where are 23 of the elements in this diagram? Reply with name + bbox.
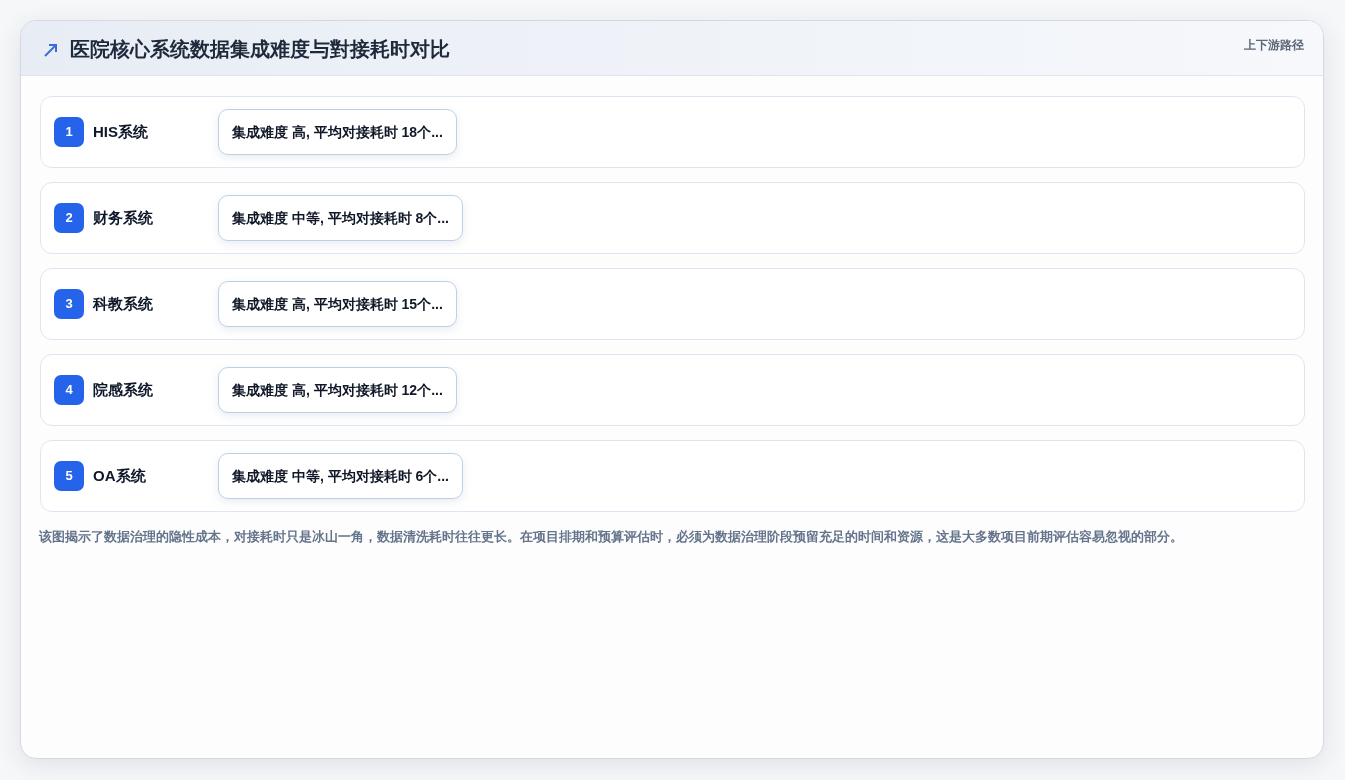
- row-title: 院感系统: [93, 381, 153, 399]
- info-pill: 集成难度 中等, 平均对接耗时 6个...: [218, 453, 463, 499]
- number-badge: 4: [54, 375, 84, 405]
- list-row: [40, 268, 1305, 340]
- info-pill: 集成难度 中等, 平均对接耗时 8个...: [218, 195, 463, 241]
- caption-text: 该图揭示了数据治理的隐性成本，对接耗时只是冰山一角，数据清洗耗时往往更长。在项目排期和预算评估时，必须为数据治理阶段预留充足的时间和资源，这是大多数项目前期评估容易忽视的部分。: [39, 528, 1183, 545]
- info-pill: 集成难度 高, 平均对接耗时 18个...: [218, 109, 457, 155]
- list-row: [40, 182, 1305, 254]
- info-pill: 集成难度 高, 平均对接耗时 12个...: [218, 367, 457, 413]
- list-row: [40, 96, 1305, 168]
- number-badge: 2: [54, 203, 84, 233]
- list-row: [40, 440, 1305, 512]
- row-title: HIS系统: [93, 123, 148, 141]
- row-title: 科教系统: [93, 295, 153, 313]
- row-title: OA系统: [93, 467, 146, 485]
- number-badge: 1: [54, 117, 84, 147]
- header-label: 上下游路径: [1244, 37, 1304, 53]
- row-title: 财务系统: [93, 209, 153, 227]
- list-row: [40, 354, 1305, 426]
- info-pill: 集成难度 高, 平均对接耗时 15个...: [218, 281, 457, 327]
- title: 医院核心系统数据集成难度与對接耗时对比: [70, 37, 450, 61]
- number-badge: 3: [54, 289, 84, 319]
- number-badge: 5: [54, 461, 84, 491]
